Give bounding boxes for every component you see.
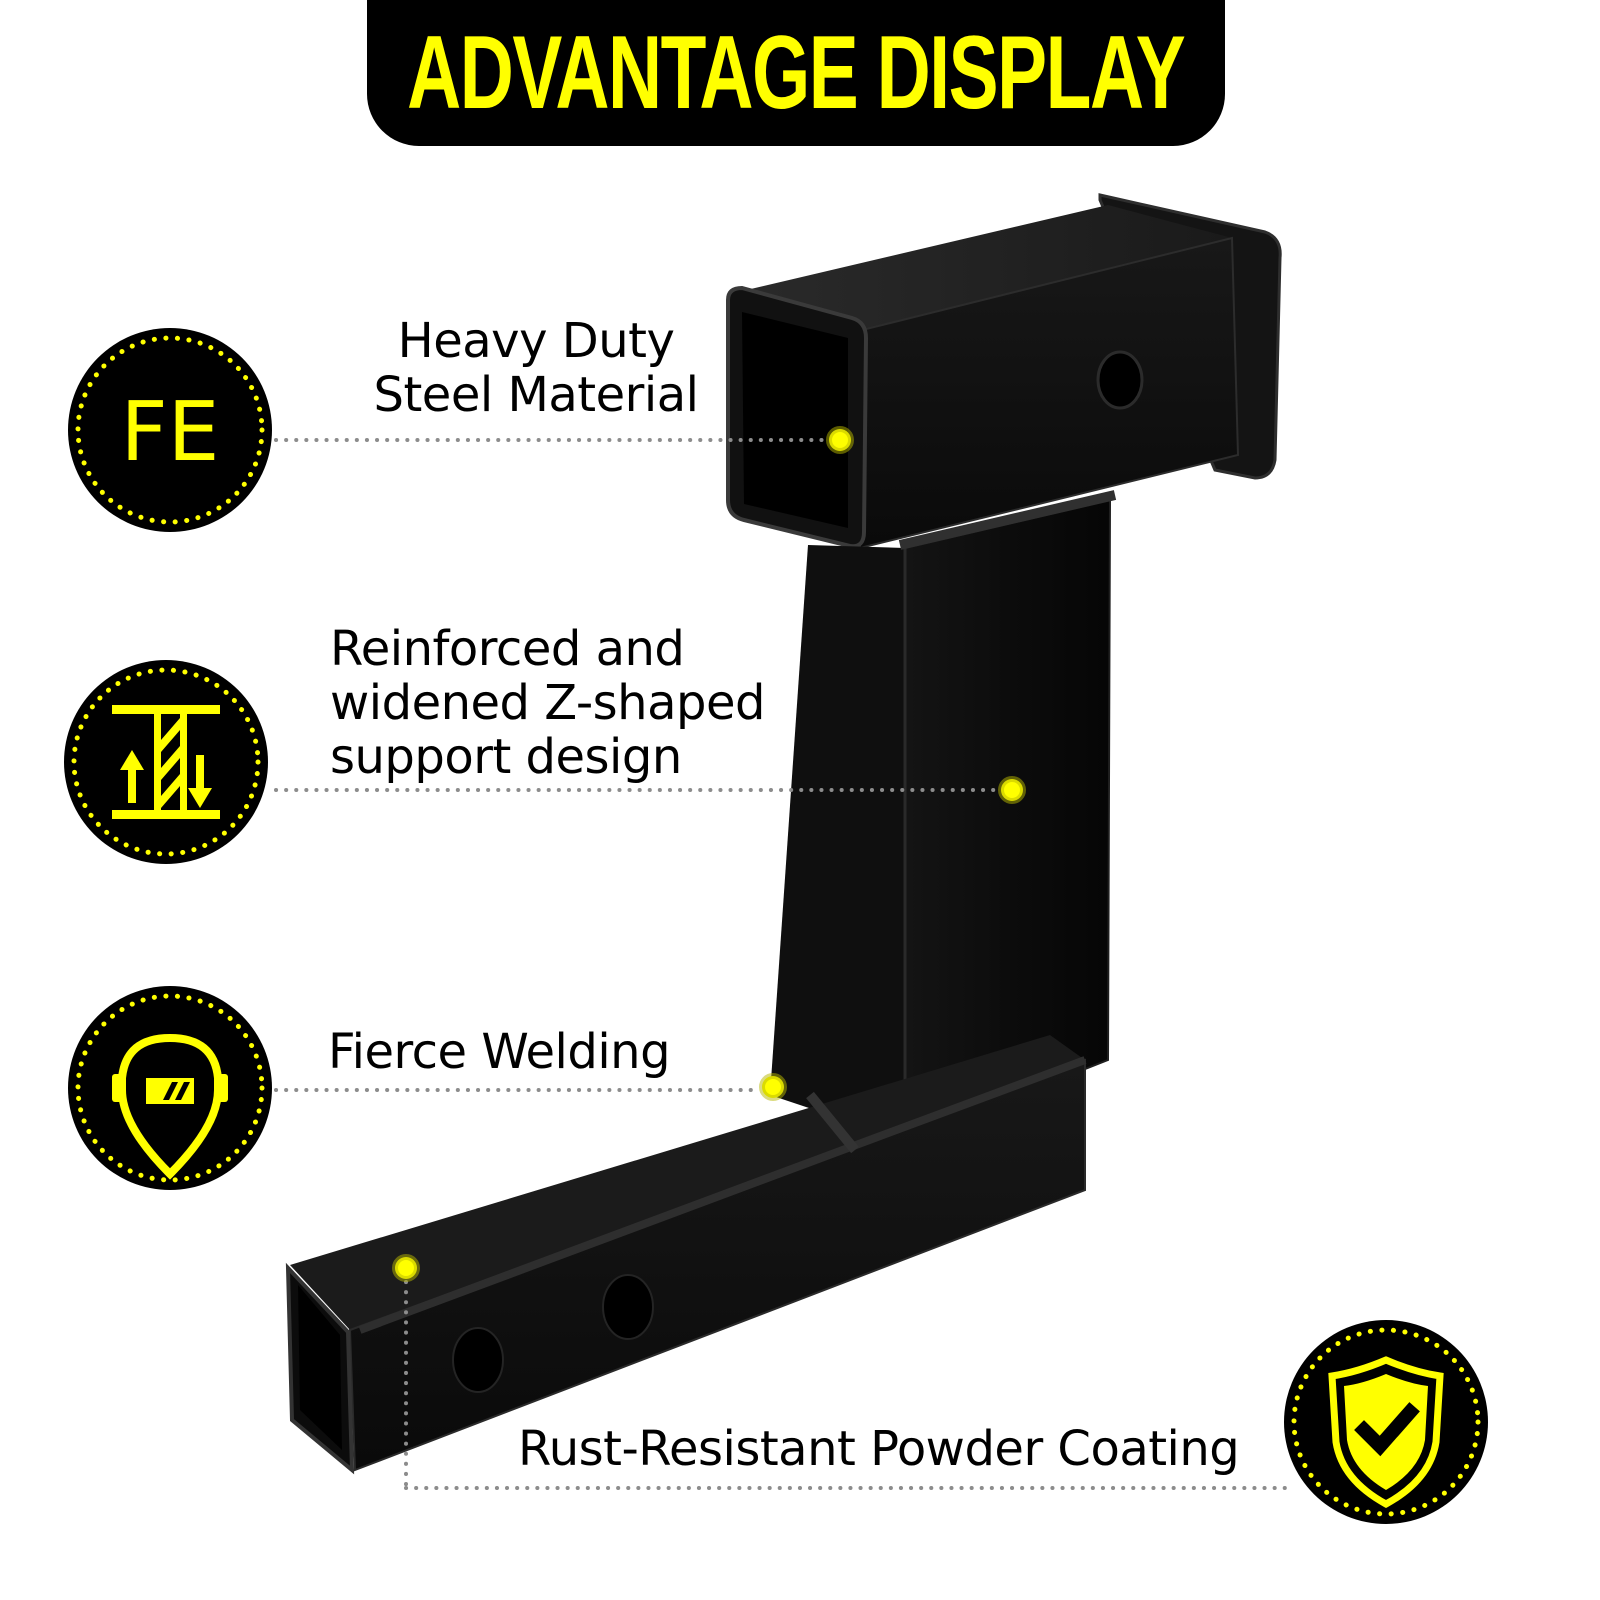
feature-label-support: Reinforced and widened Z-shaped support … bbox=[330, 622, 765, 784]
reinforced-beam-icon bbox=[71, 667, 261, 857]
marker-dot-support bbox=[998, 776, 1026, 804]
feature-line: Fierce Welding bbox=[328, 1024, 671, 1080]
feature-label-coating: Rust-Resistant Powder Coating bbox=[518, 1421, 1240, 1477]
shield-check-icon bbox=[1291, 1327, 1481, 1517]
badge-welding bbox=[68, 986, 272, 1190]
feature-label-welding: Fierce Welding bbox=[328, 1024, 671, 1080]
fe-iron-icon: FE bbox=[75, 335, 265, 525]
feature-line: Reinforced and bbox=[330, 621, 685, 677]
marker-dot-welding bbox=[759, 1073, 787, 1101]
banner-title: ADVANTAGE DISPLAY bbox=[407, 15, 1186, 131]
welding-mask-icon bbox=[75, 993, 265, 1183]
badge-coating bbox=[1284, 1320, 1488, 1524]
marker-dot-steel bbox=[826, 426, 854, 454]
feature-line: Heavy Duty bbox=[397, 313, 675, 369]
feature-line: Rust-Resistant Powder Coating bbox=[518, 1421, 1240, 1477]
feature-label-steel: Heavy Duty Steel Material bbox=[356, 314, 716, 422]
feature-line: widened Z-shaped bbox=[330, 675, 765, 731]
feature-line: support design bbox=[330, 729, 682, 785]
feature-line: Steel Material bbox=[373, 367, 699, 423]
header-banner: ADVANTAGE DISPLAY bbox=[367, 0, 1225, 146]
badge-support bbox=[64, 660, 268, 864]
badge-steel: FE bbox=[68, 328, 272, 532]
marker-dot-coating bbox=[392, 1254, 420, 1282]
svg-text:FE: FE bbox=[121, 385, 220, 480]
